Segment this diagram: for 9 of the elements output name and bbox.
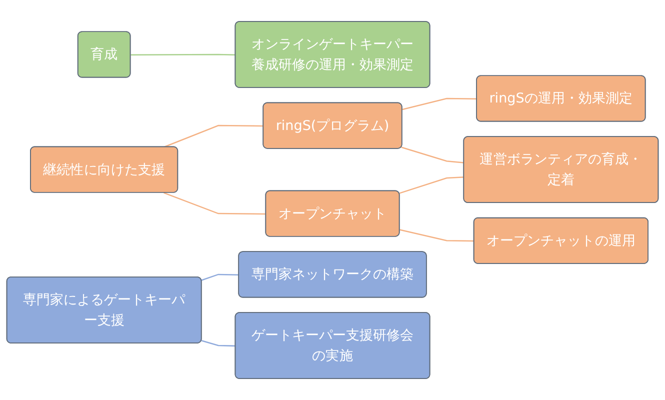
connector	[401, 146, 464, 164]
connector	[130, 54, 236, 56]
connector	[164, 192, 266, 215]
connector	[402, 98, 477, 110]
connector	[399, 176, 464, 194]
connector	[201, 340, 236, 347]
connector	[400, 229, 474, 242]
connector	[164, 124, 264, 148]
connector	[201, 274, 240, 281]
